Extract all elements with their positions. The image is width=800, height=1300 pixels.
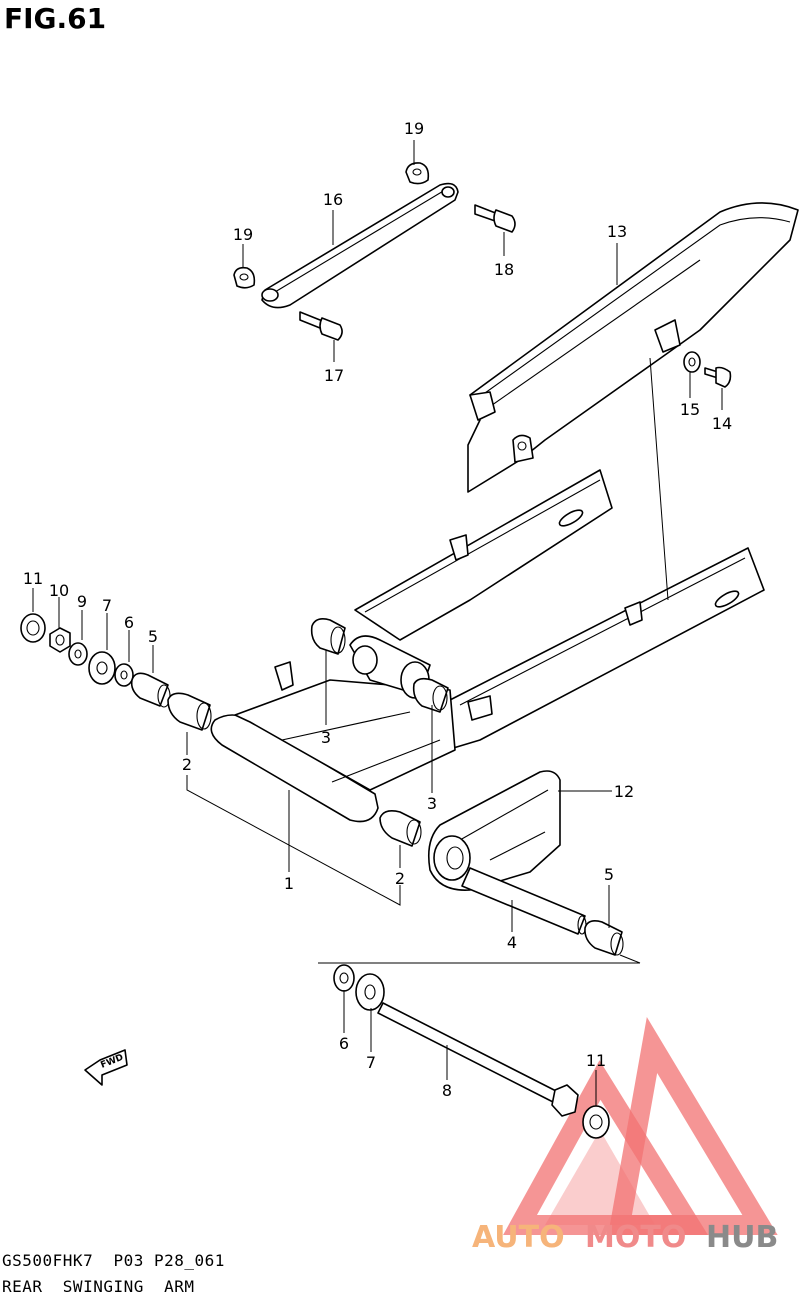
bearing-3-upper <box>310 618 346 655</box>
spacer-7-right <box>355 973 385 1011</box>
callout-10: 10 <box>49 581 69 600</box>
bolt-17 <box>299 311 343 341</box>
nut-19-top <box>405 162 430 185</box>
callout-13: 13 <box>607 222 627 241</box>
nut-10 <box>49 627 71 653</box>
callout-6: 6 <box>124 613 134 632</box>
callout-7: 7 <box>102 596 112 615</box>
swinging-arm-1 <box>210 469 765 823</box>
callout-7: 7 <box>366 1053 376 1072</box>
callout-2: 2 <box>182 755 192 774</box>
reference-lines <box>318 357 669 964</box>
pivot-shaft-8 <box>377 1002 579 1117</box>
bearing-2-left <box>167 692 212 731</box>
callout-11: 11 <box>23 569 43 588</box>
torque-link-16 <box>261 182 459 309</box>
callout-19: 19 <box>404 119 424 138</box>
callout-9: 9 <box>77 592 87 611</box>
callout-12: 12 <box>614 782 634 801</box>
callout-19: 19 <box>233 225 253 244</box>
callout-17: 17 <box>324 366 344 385</box>
washer-9 <box>68 642 88 666</box>
washer-6-right <box>333 964 355 992</box>
callout-14: 14 <box>712 414 732 433</box>
watermark-auto: AUTO <box>472 1220 565 1255</box>
callout-leader-lines <box>32 140 723 1106</box>
callout-18: 18 <box>494 260 514 279</box>
callout-6: 6 <box>339 1034 349 1053</box>
chain-buffer-12 <box>427 770 561 891</box>
callout-2: 2 <box>395 869 405 888</box>
bearing-3-lower <box>412 677 449 713</box>
watermark-moto: MOTO <box>585 1220 686 1255</box>
nut-19-left <box>233 266 256 289</box>
watermark-logo <box>503 1016 778 1235</box>
callout-1: 1 <box>284 874 294 893</box>
callout-16: 16 <box>323 190 343 209</box>
callout-5: 5 <box>148 627 158 646</box>
model-code-footer: GS500FHK7 P03 P28_061 <box>2 1251 225 1270</box>
cap-11-left <box>20 613 46 643</box>
watermark-text: AUTO MOTO HUB <box>472 1220 778 1255</box>
washer-6-left <box>114 663 134 687</box>
chain-case-13 <box>467 202 799 493</box>
bush-5-right <box>584 920 624 956</box>
bearing-2-right <box>379 810 422 847</box>
watermark-hub: HUB <box>706 1220 778 1255</box>
bush-5-left <box>130 672 171 708</box>
callout-3: 3 <box>427 794 437 813</box>
callout-4: 4 <box>507 933 517 952</box>
washer-15 <box>683 351 701 373</box>
bolt-18 <box>474 204 516 233</box>
callout-3: 3 <box>321 728 331 747</box>
figure-title: FIG.61 <box>4 2 107 35</box>
fwd-direction-arrow: FWD <box>84 1049 128 1086</box>
figure-description-footer: REAR SWINGING ARM <box>2 1277 195 1296</box>
callout-5: 5 <box>604 865 614 884</box>
callout-labels: 19 16 19 18 17 13 15 14 11 10 9 7 6 5 3 … <box>23 119 732 1100</box>
callout-8: 8 <box>442 1081 452 1100</box>
sleeve-4 <box>461 867 587 935</box>
spacer-7-left <box>88 651 116 685</box>
callout-15: 15 <box>680 400 700 419</box>
cap-11-right <box>582 1105 610 1139</box>
bolt-14 <box>704 366 732 388</box>
callout-11: 11 <box>586 1051 606 1070</box>
